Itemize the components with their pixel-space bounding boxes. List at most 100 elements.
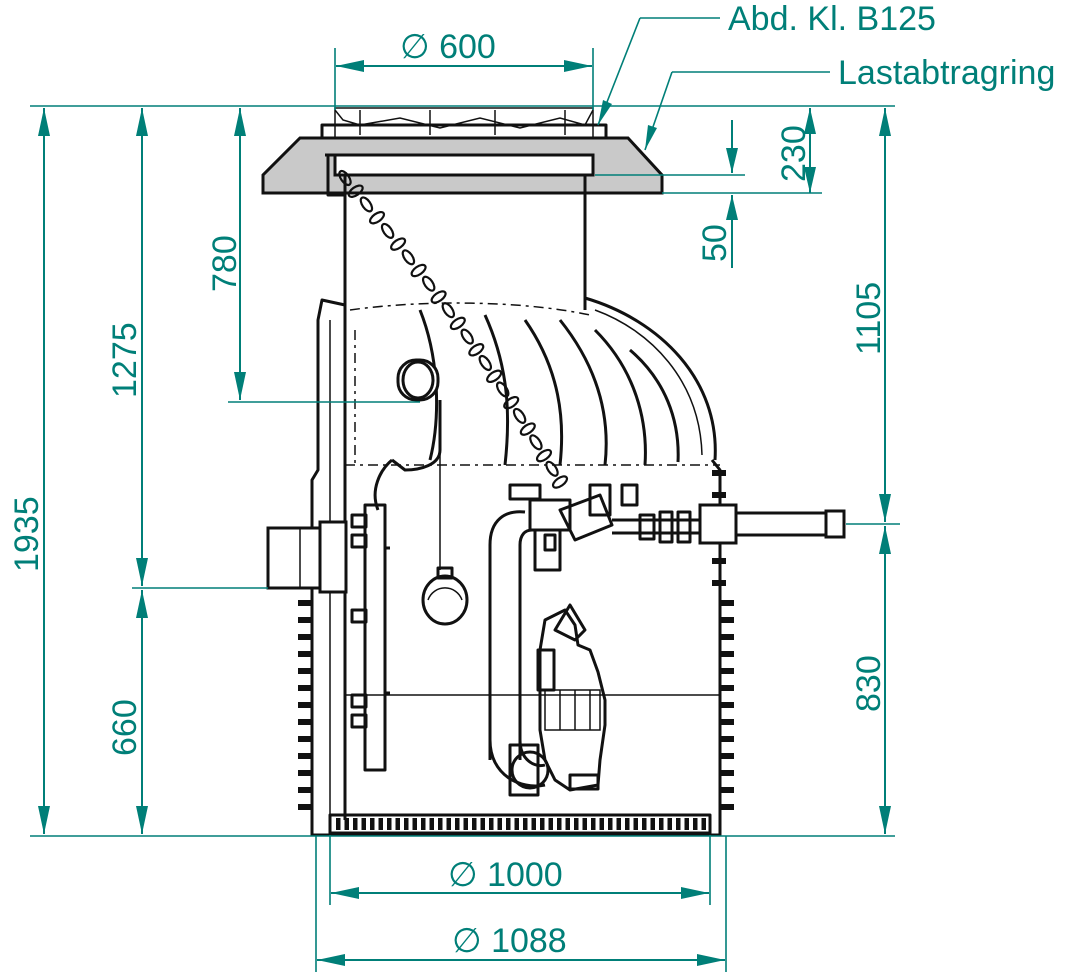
bottom-rib [387,818,392,830]
cover-label: Abd. Kl. B125 [597,0,936,126]
bottom-rib [540,818,545,830]
side-rib [720,668,734,674]
side-rib [298,770,312,776]
bottom-rib [370,818,375,830]
bottom-rib [693,818,698,830]
side-rib [298,668,312,674]
dim-total-height: 1935 [8,108,50,834]
side-rib [298,634,312,640]
chain-link [441,302,456,319]
chain-link [368,210,386,225]
svg-text:∅ 1088: ∅ 1088 [452,922,567,960]
chain-link [401,249,416,266]
bottom-rib [565,818,570,830]
cover-class-label: Abd. Kl. B125 [728,0,936,38]
vent-pipe [396,358,440,402]
dim-inner-diameter: ∅ 1000 [329,835,711,905]
bottom-rib [378,818,383,830]
side-rib [720,702,734,708]
bottom-rib [463,818,468,830]
valve-assembly [508,483,700,572]
side-rib [720,617,734,623]
side-rib [298,617,312,623]
tank-body [310,296,722,837]
bottom-rib [659,818,664,830]
cover-frame [320,107,608,141]
chain-link [380,222,395,239]
chain-link [430,290,447,304]
side-rib [298,787,312,793]
bottom-rib [608,818,613,830]
chain-link [421,275,436,292]
dim-top-diameter-value: 600 [439,28,496,66]
chain-link [495,381,510,398]
chain-link [347,184,364,198]
chain-link [390,237,407,251]
bottom-rib [421,818,426,830]
bottom-rib [625,818,630,830]
guide-rail [350,503,390,772]
side-rib [298,651,312,657]
bottom-rib [438,818,443,830]
bottom-rib [676,818,681,830]
chain-link [449,316,466,331]
dim-outer-diameter: ∅ 1088 [315,836,727,972]
ring-label: Lastabtragring [644,54,1055,151]
bottom-rib [650,818,655,830]
bottom-rib [336,818,341,830]
bottom-rib [404,818,409,830]
bottom-rib [633,818,638,830]
bottom-rib [531,818,536,830]
bottom-rib [701,818,706,830]
pump [536,603,607,792]
bottom-rib [642,818,647,830]
bottom-rib [591,818,596,830]
diameter-symbol: ∅ [452,922,482,960]
bottom-rib [599,818,604,830]
side-rib [298,600,312,606]
side-rib [720,770,734,776]
svg-text:∅ 600: ∅ 600 [400,28,496,66]
dim-inlet-floor-height: 660 [106,590,148,834]
bottom-rib [429,818,434,830]
bottom-rib [523,818,528,830]
side-rib [298,804,312,810]
dim-ring-height-value: 230 [775,125,813,182]
load-ring-label: Lastabtragring [838,54,1055,92]
chain-link [478,354,493,372]
dim-outlet-height: 830 [850,526,891,834]
svg-text:∅ 1000: ∅ 1000 [448,856,563,894]
float-switch [421,400,469,626]
side-rib [720,736,734,742]
riser [325,153,595,310]
inlet-pipe [266,520,348,594]
bottom-rib [574,818,579,830]
chain-link [551,475,569,489]
outlet-pipe [698,503,846,545]
chain-link [545,460,559,477]
dim-ring-offset-value: 50 [696,224,734,262]
dim-inlet-height-value: 1275 [106,322,144,398]
bottom-rib [514,818,519,830]
bottom-rib [684,818,689,830]
dim-total-height-value: 1935 [8,496,46,572]
bottom-rib [472,818,477,830]
bottom-rib [353,818,358,830]
bottom-rib [455,818,460,830]
bottom-ribs [336,818,706,830]
side-rib [720,804,734,810]
dim-inlet-height: 1275 [106,108,268,589]
dim-ring-height: 230 [662,108,822,194]
bottom-rib [616,818,621,830]
chain-link [468,343,485,357]
chain-link [519,422,536,436]
bottom-rib [548,818,553,830]
chain-link [529,434,543,451]
bottom-rib [361,818,366,830]
bottom-rib [506,818,511,830]
bottom-rib [344,818,349,830]
chain-link [359,196,374,213]
side-rib [720,600,734,606]
dim-inner-diameter-value: 1000 [487,856,563,894]
